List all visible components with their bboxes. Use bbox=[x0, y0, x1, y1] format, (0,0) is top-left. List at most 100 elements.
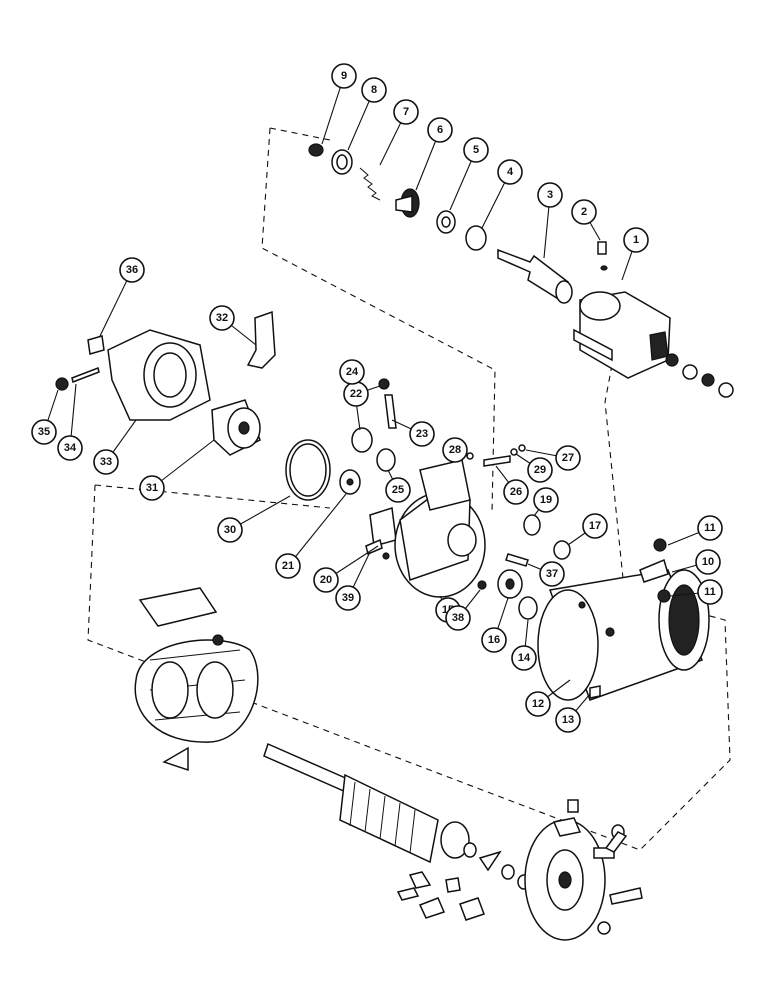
callout-32: 32 bbox=[209, 305, 235, 331]
callout-circle bbox=[555, 445, 581, 471]
callout-circle bbox=[339, 359, 365, 385]
callout-number: 37 bbox=[546, 568, 558, 580]
callout-24: 24 bbox=[339, 359, 365, 385]
callout-number: 1 bbox=[633, 234, 639, 246]
callout-circle bbox=[217, 517, 243, 543]
callout-circle bbox=[697, 579, 723, 605]
callout-17: 17 bbox=[582, 513, 608, 539]
callout-circle bbox=[139, 475, 165, 501]
callout-circle bbox=[623, 227, 649, 253]
callout-number: 26 bbox=[510, 486, 522, 498]
callout-19: 19 bbox=[533, 487, 559, 513]
callout-circle bbox=[393, 99, 419, 125]
callout-number: 23 bbox=[416, 428, 428, 440]
callout-circle bbox=[511, 645, 537, 671]
callout-25: 25 bbox=[385, 477, 411, 503]
callout-28: 28 bbox=[442, 437, 468, 463]
callout-33: 33 bbox=[93, 449, 119, 475]
callout-number: 28 bbox=[449, 444, 461, 456]
callout-circle bbox=[445, 605, 471, 631]
callout-circle bbox=[537, 182, 563, 208]
callout-3: 3 bbox=[537, 182, 563, 208]
callout-number: 20 bbox=[320, 574, 332, 586]
callout-circle bbox=[571, 199, 597, 225]
callout-circle bbox=[31, 419, 57, 445]
callout-38: 38 bbox=[445, 605, 471, 631]
callout-21: 21 bbox=[275, 553, 301, 579]
callout-circle bbox=[555, 707, 581, 733]
callout-circle bbox=[313, 567, 339, 593]
callout-number: 5 bbox=[473, 144, 479, 156]
leader-line-21 bbox=[287, 493, 347, 567]
callout-39: 39 bbox=[335, 585, 361, 611]
callout-number: 3 bbox=[547, 189, 553, 201]
callout-circle bbox=[697, 515, 723, 541]
callout-36: 36 bbox=[119, 257, 145, 283]
callout-labels: 1234567891011111213141516171920212223242… bbox=[31, 63, 723, 733]
callout-circle bbox=[463, 137, 489, 163]
callout-34: 34 bbox=[57, 435, 83, 461]
callout-number: 22 bbox=[350, 388, 362, 400]
callout-number: 34 bbox=[64, 442, 77, 454]
callout-circle bbox=[497, 159, 523, 185]
callout-30: 30 bbox=[217, 517, 243, 543]
callout-8: 8 bbox=[361, 77, 387, 103]
callout-27: 27 bbox=[555, 445, 581, 471]
callout-12: 12 bbox=[525, 691, 551, 717]
callout-6: 6 bbox=[427, 117, 453, 143]
commutator-end-parts bbox=[396, 799, 643, 941]
frame-parts bbox=[537, 538, 710, 701]
callout-number: 19 bbox=[540, 494, 552, 506]
callout-circle bbox=[503, 479, 529, 505]
callout-circle bbox=[533, 487, 559, 513]
callout-35: 35 bbox=[31, 419, 57, 445]
callout-circle bbox=[275, 553, 301, 579]
callout-circle bbox=[385, 477, 411, 503]
callout-number: 9 bbox=[341, 70, 347, 82]
callout-number: 32 bbox=[216, 312, 228, 324]
callout-37: 37 bbox=[539, 561, 565, 587]
callout-number: 11 bbox=[704, 586, 716, 598]
callout-11b: 11 bbox=[697, 579, 723, 605]
callout-number: 12 bbox=[532, 698, 544, 710]
callout-circle bbox=[695, 549, 721, 575]
callout-circle bbox=[442, 437, 468, 463]
callout-13: 13 bbox=[555, 707, 581, 733]
callout-number: 14 bbox=[518, 652, 531, 664]
callout-4: 4 bbox=[497, 159, 523, 185]
callout-number: 2 bbox=[581, 206, 587, 218]
solenoid-parts bbox=[308, 143, 734, 398]
callout-number: 33 bbox=[100, 456, 112, 468]
callout-circle bbox=[409, 421, 435, 447]
callout-circle bbox=[527, 457, 553, 483]
callout-1: 1 bbox=[623, 227, 649, 253]
drive-housing-parts bbox=[55, 310, 571, 620]
callout-number: 6 bbox=[437, 124, 443, 136]
callout-number: 31 bbox=[146, 482, 158, 494]
callout-circle bbox=[209, 305, 235, 331]
callout-number: 36 bbox=[126, 264, 138, 276]
callout-circle bbox=[93, 449, 119, 475]
callout-circle bbox=[331, 63, 357, 89]
callout-number: 16 bbox=[488, 634, 500, 646]
field-coil-armature-parts bbox=[134, 587, 477, 864]
callout-9: 9 bbox=[331, 63, 357, 89]
callout-22: 22 bbox=[343, 381, 369, 407]
callout-circle bbox=[335, 585, 361, 611]
callout-7: 7 bbox=[393, 99, 419, 125]
callout-number: 30 bbox=[224, 524, 236, 536]
callout-10: 10 bbox=[695, 549, 721, 575]
callout-number: 17 bbox=[589, 520, 601, 532]
callout-20: 20 bbox=[313, 567, 339, 593]
callout-number: 24 bbox=[346, 366, 359, 378]
callout-number: 10 bbox=[702, 556, 714, 568]
callout-circle bbox=[525, 691, 551, 717]
callout-number: 27 bbox=[562, 452, 574, 464]
callout-circle bbox=[427, 117, 453, 143]
callout-11a: 11 bbox=[697, 515, 723, 541]
callout-circle bbox=[582, 513, 608, 539]
callout-number: 4 bbox=[507, 166, 514, 178]
callout-number: 11 bbox=[704, 522, 716, 534]
callout-number: 35 bbox=[38, 426, 50, 438]
